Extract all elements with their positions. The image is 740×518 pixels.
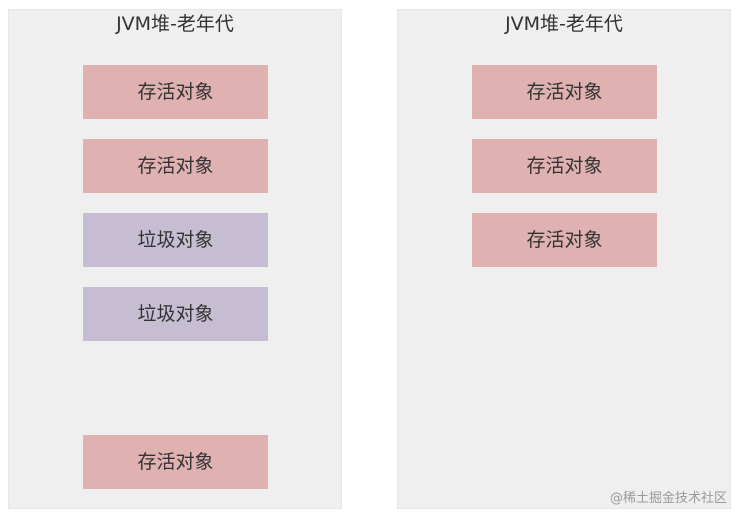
old-gen-after-panel: JVM堆-老年代 存活对象 存活对象 存活对象 — [397, 9, 731, 509]
live-object-block: 存活对象 — [83, 139, 268, 193]
live-object-block: 存活对象 — [472, 213, 657, 267]
live-object-block: 存活对象 — [472, 65, 657, 119]
panel-title: JVM堆-老年代 — [505, 13, 623, 35]
garbage-object-block: 垃圾对象 — [83, 287, 268, 341]
old-gen-before-panel: JVM堆-老年代 存活对象 存活对象 垃圾对象 垃圾对象 存活对象 — [8, 9, 342, 509]
garbage-object-block: 垃圾对象 — [83, 213, 268, 267]
live-object-block: 存活对象 — [83, 65, 268, 119]
live-object-block: 存活对象 — [83, 435, 268, 489]
panel-title: JVM堆-老年代 — [116, 13, 234, 35]
watermark: @稀土掘金技术社区 — [609, 491, 727, 506]
live-object-block: 存活对象 — [472, 139, 657, 193]
